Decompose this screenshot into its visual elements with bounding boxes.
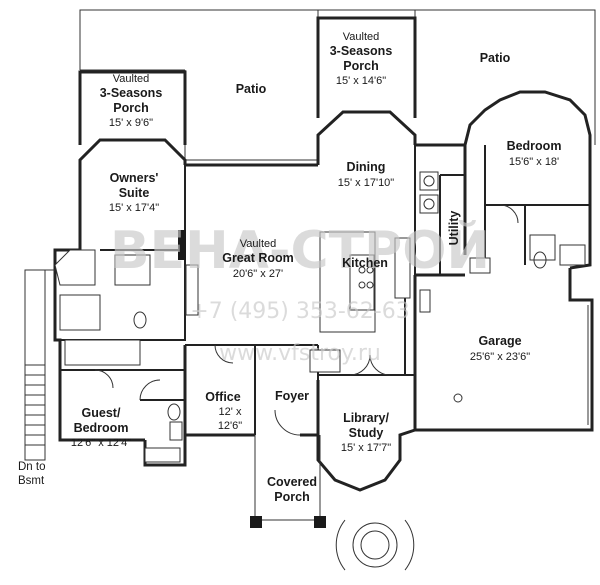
library-line1: Library/	[343, 411, 389, 425]
office-dims-2: 12'6"	[218, 420, 242, 432]
great-room-line1: Vaulted	[240, 238, 277, 250]
patio-left-label: Patio	[236, 82, 267, 96]
covered-porch-line2: Porch	[274, 490, 309, 504]
guest-bedroom-line1: Guest/	[82, 406, 121, 420]
office-label: Office	[205, 390, 240, 404]
owners-suite-line1: Owners'	[110, 171, 159, 185]
porch-left-dims: 15' x 9'6"	[109, 117, 153, 129]
stairs-note-line1: Dn to	[18, 461, 46, 473]
great-room-dims: 20'6" x 27'	[233, 268, 283, 280]
kitchen-label: Kitchen	[342, 256, 388, 270]
room-labels: Vaulted 3-Seasons Porch 15' x 14'6" Vaul…	[18, 31, 561, 504]
great-room-line2: Great Room	[222, 251, 294, 265]
watermark-phone: +7 (495) 353-62-63	[190, 299, 409, 324]
bedroom-dims: 15'6" x 18'	[509, 156, 559, 168]
owners-suite-line2: Suite	[119, 186, 150, 200]
patio-right-label: Patio	[480, 51, 511, 65]
garage-dims: 25'6" x 23'6"	[470, 351, 530, 363]
bedroom-bath-fixtures	[419, 171, 586, 274]
porch-center-dims: 15' x 14'6"	[336, 75, 386, 87]
owners-suite-dims: 15' x 17'4"	[109, 202, 159, 214]
watermark-site: www.vfstroy.ru	[219, 341, 381, 366]
office-dims-1: 12' x	[219, 406, 242, 418]
library-dims: 15' x 17'7"	[341, 442, 391, 454]
owners-bath-fixtures	[54, 249, 151, 366]
bedroom-label: Bedroom	[507, 139, 562, 153]
covered-porch	[250, 435, 415, 571]
porch-center-line1: Vaulted	[343, 31, 380, 43]
porch-center-line2: 3-Seasons	[330, 44, 393, 58]
dining-dims: 15' x 17'10"	[338, 177, 395, 189]
watermark-logo: ВЕНА-СТРОЙ	[110, 220, 490, 281]
watermark: ВЕНА-СТРОЙ +7 (495) 353-62-63 www.vfstro…	[110, 220, 490, 366]
covered-porch-line1: Covered	[267, 475, 317, 489]
garage-details	[419, 289, 589, 425]
guest-bedroom-line2: Bedroom	[74, 421, 129, 435]
porch-left-line3: Porch	[113, 101, 148, 115]
garage-label: Garage	[478, 334, 521, 348]
guest-bath-fixtures	[144, 403, 183, 463]
door-swings	[94, 204, 519, 436]
porch-center-line3: Porch	[343, 59, 378, 73]
porch-left-line2: 3-Seasons	[100, 86, 163, 100]
guest-bedroom-dims: 12'6" x 12'4"	[71, 437, 131, 449]
porch-left-line1: Vaulted	[113, 73, 150, 85]
kitchen-fixtures	[309, 231, 411, 373]
interior-walls	[55, 145, 590, 435]
utility-label: Utility	[447, 211, 461, 246]
library-line2: Study	[349, 426, 384, 440]
basement-stairs	[24, 269, 55, 461]
foyer-label: Foyer	[275, 389, 309, 403]
fireplace	[178, 230, 199, 316]
dining-label: Dining	[347, 160, 386, 174]
stairs-note-line2: Bsmt	[18, 475, 45, 487]
